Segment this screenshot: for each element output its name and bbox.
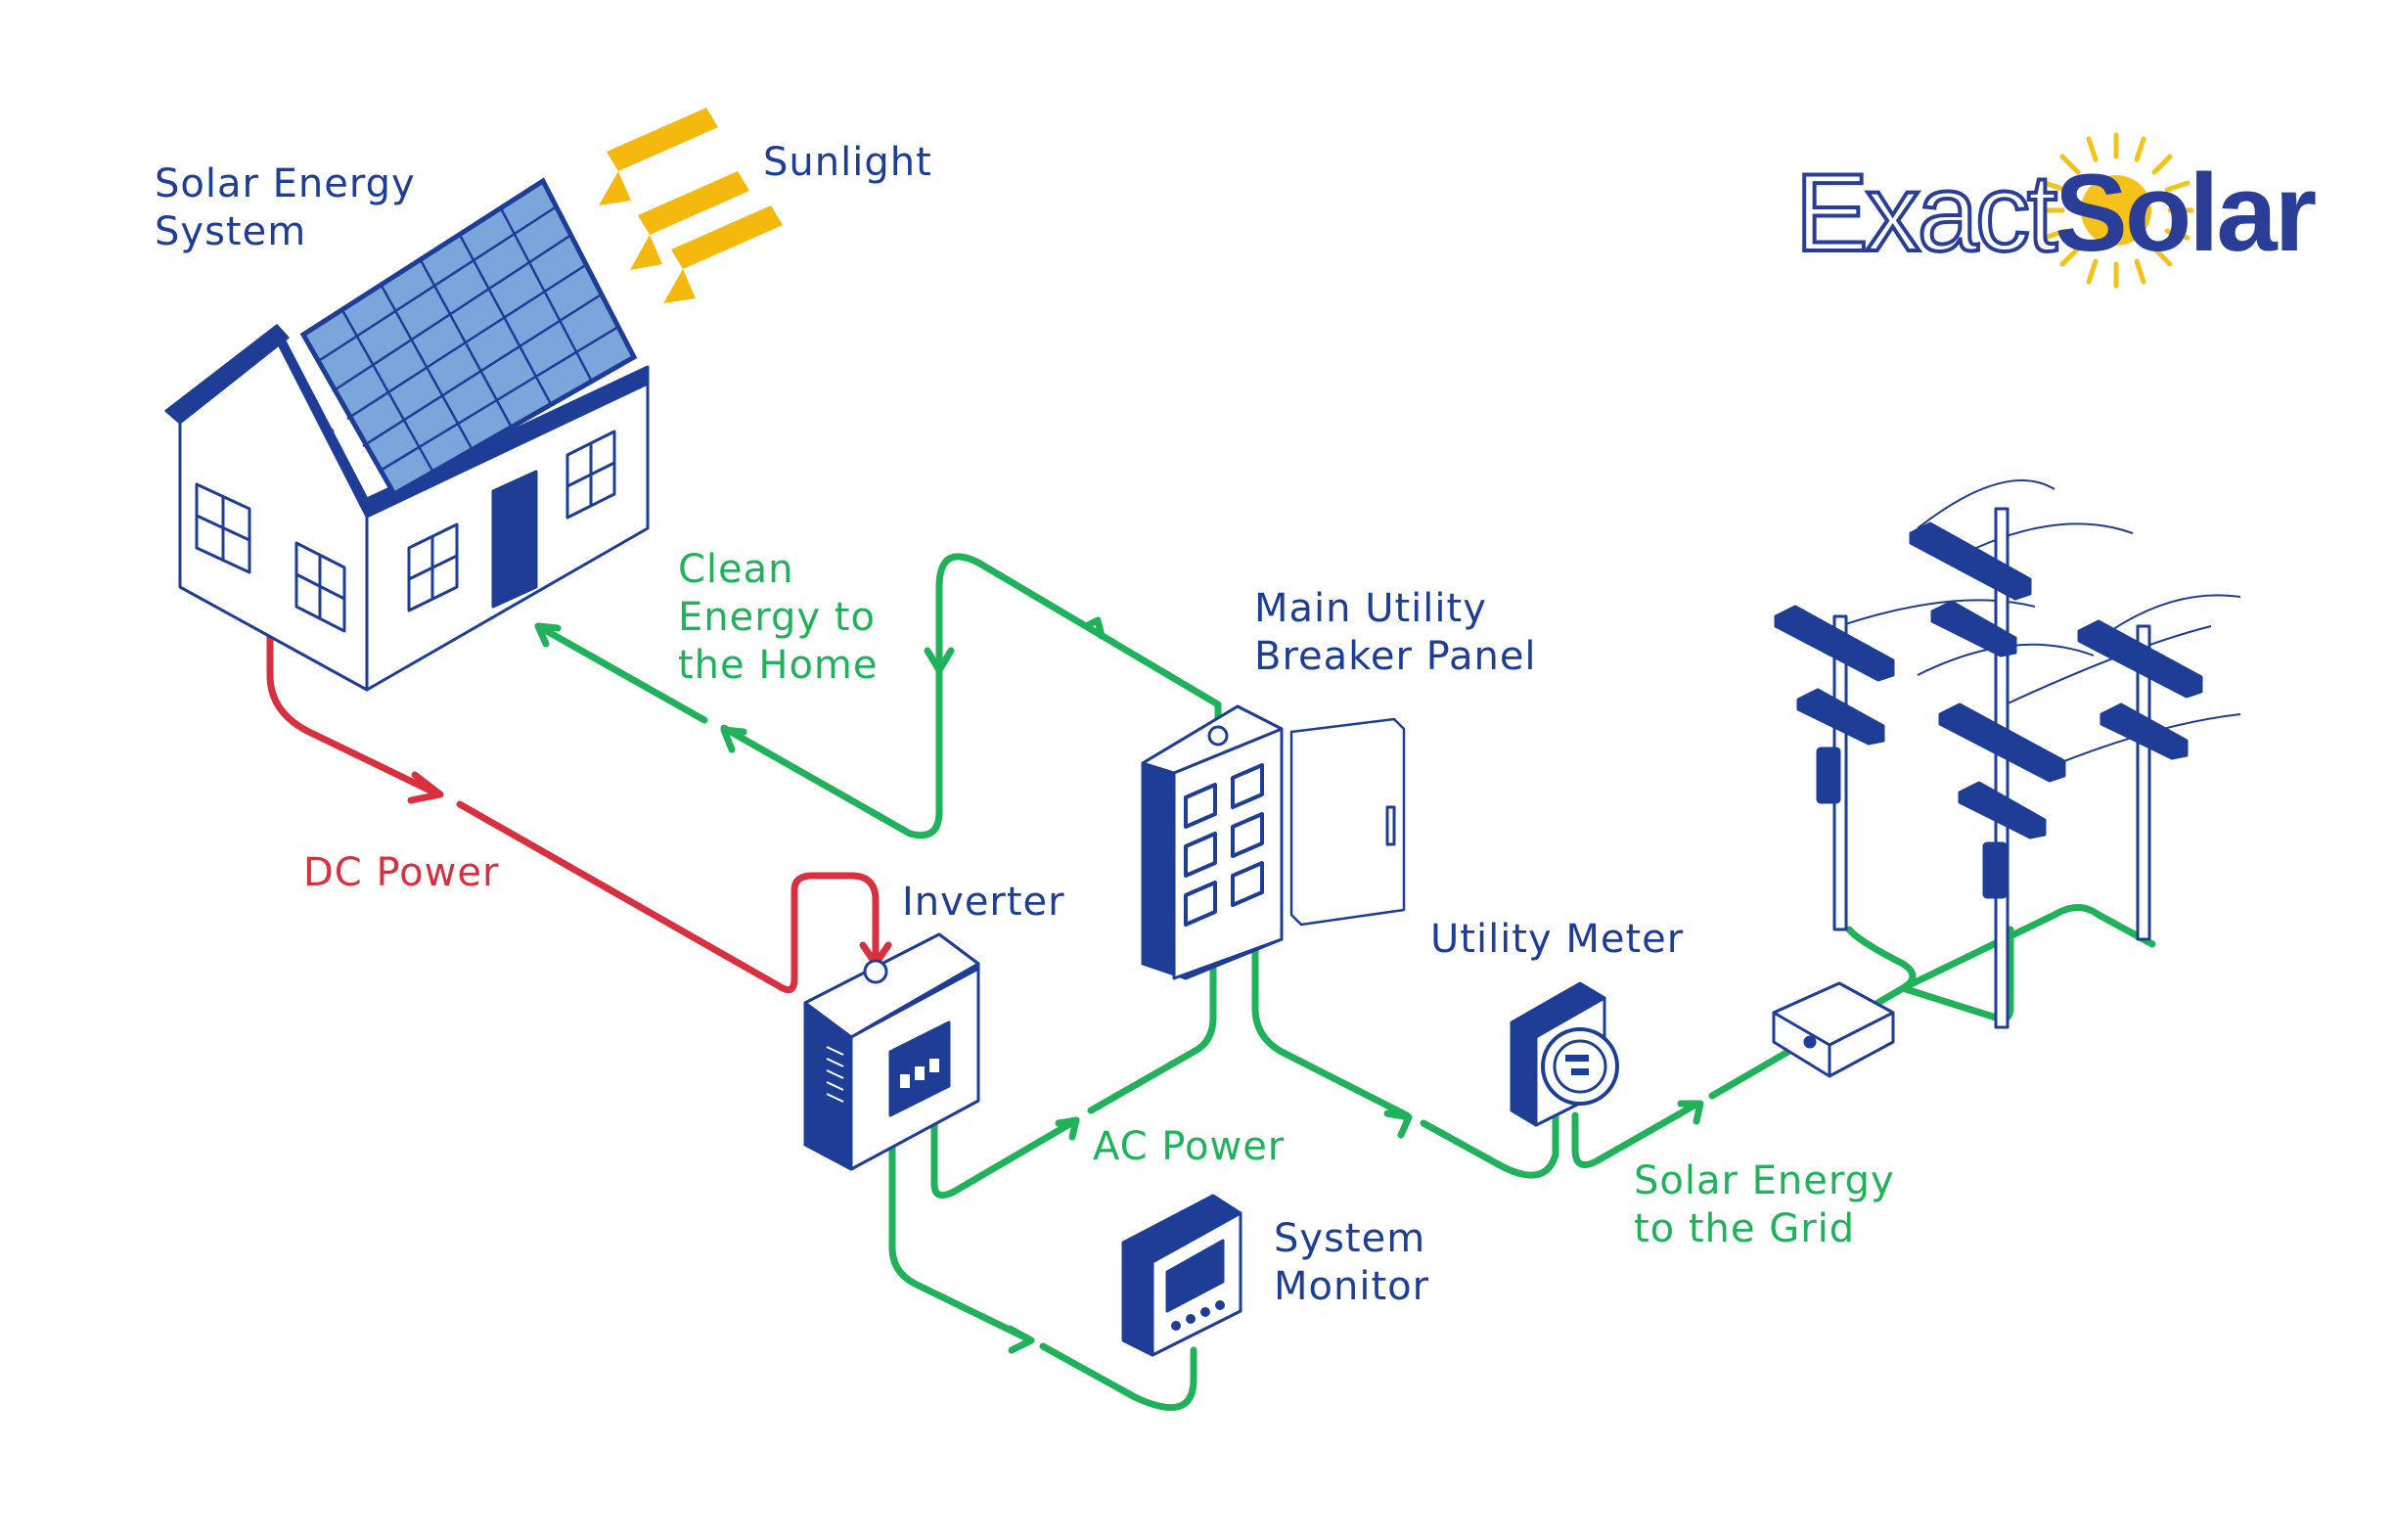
power-poles-icon [1774, 479, 2241, 1029]
label-inverter: Inverter [902, 880, 1065, 925]
junction-box-icon [1772, 981, 1895, 1078]
solar-panel-icon [299, 177, 638, 498]
sun-logo-icon [2038, 132, 2194, 289]
label-utility-meter: Utility Meter [1430, 917, 1685, 962]
logo-exact: Exact [1793, 150, 2059, 276]
label-solar-energy-system-line1: Solar Energy [155, 161, 416, 206]
label-system-monitor-line1: System [1274, 1216, 1426, 1261]
ac-power-wires [534, 553, 2156, 1412]
label-clean-energy-line1: Clean [678, 547, 794, 592]
inverter-icon [803, 932, 980, 1171]
label-solar-energy-to-grid: Solar Energy to the Grid [1634, 1157, 1895, 1253]
label-solar-to-grid-line1: Solar Energy [1634, 1158, 1895, 1203]
label-clean-energy-to-home: Clean Energy to the Home [678, 546, 878, 690]
label-solar-energy-system: Solar Energy System [155, 160, 416, 256]
exactsolar-logo: ExactSolar [1793, 145, 2317, 282]
label-system-monitor: System Monitor [1274, 1215, 1429, 1311]
house-icon [164, 324, 650, 692]
system-monitor-icon [1121, 1194, 1242, 1357]
logo-solar: Solar [2055, 152, 2317, 274]
label-main-panel-line2: Breaker Panel [1254, 634, 1537, 679]
label-sunlight: Sunlight [763, 140, 932, 185]
label-system-monitor-line2: Monitor [1274, 1264, 1430, 1309]
sunlight-arrows-icon [599, 108, 783, 303]
label-ac-power: AC Power [1093, 1124, 1286, 1169]
breaker-panel-icon [1141, 704, 1406, 980]
label-solar-energy-system-line2: System [155, 209, 307, 254]
label-dc-power: DC Power [303, 850, 500, 895]
utility-meter-icon [1510, 981, 1619, 1127]
label-solar-to-grid-line2: to the Grid [1634, 1206, 1856, 1251]
label-clean-energy-line2: Energy to [678, 595, 876, 640]
label-clean-energy-line3: the Home [678, 643, 879, 688]
label-main-panel-line1: Main Utility [1254, 586, 1487, 631]
label-main-utility-breaker-panel: Main Utility Breaker Panel [1254, 585, 1537, 681]
